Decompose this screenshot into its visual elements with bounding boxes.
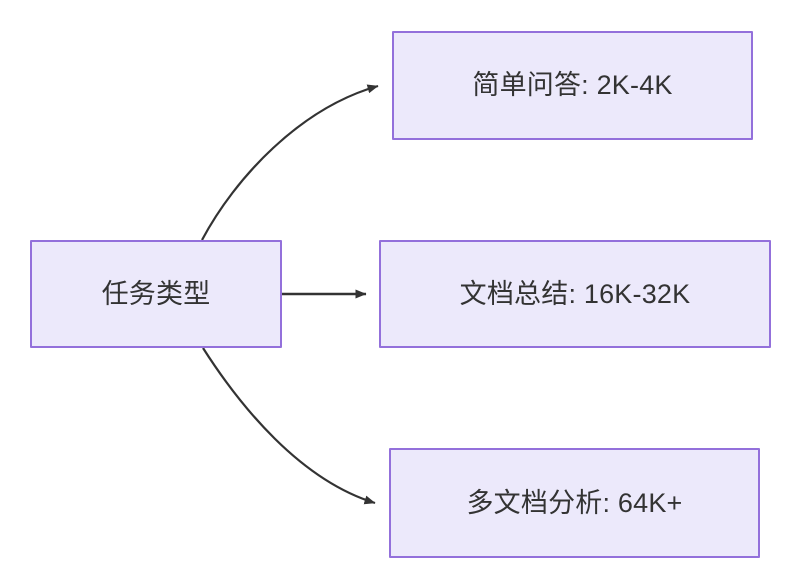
node-label: 任务类型 bbox=[101, 278, 211, 309]
node-label: 文档总结: 16K-32K bbox=[459, 278, 691, 309]
node-doc-summary[interactable]: 文档总结: 16K-32K bbox=[379, 240, 771, 348]
node-multi-doc-analysis[interactable]: 多文档分析: 64K+ bbox=[389, 448, 760, 558]
node-label: 简单问答: 2K-4K bbox=[472, 70, 673, 101]
node-task-type-root[interactable]: 任务类型 bbox=[30, 240, 282, 348]
node-simple-qa[interactable]: 简单问答: 2K-4K bbox=[392, 31, 753, 140]
node-label: 多文档分析: 64K+ bbox=[466, 487, 683, 518]
edge-source-to-task-3 bbox=[202, 347, 376, 505]
edge-source-to-task-1 bbox=[201, 84, 379, 241]
